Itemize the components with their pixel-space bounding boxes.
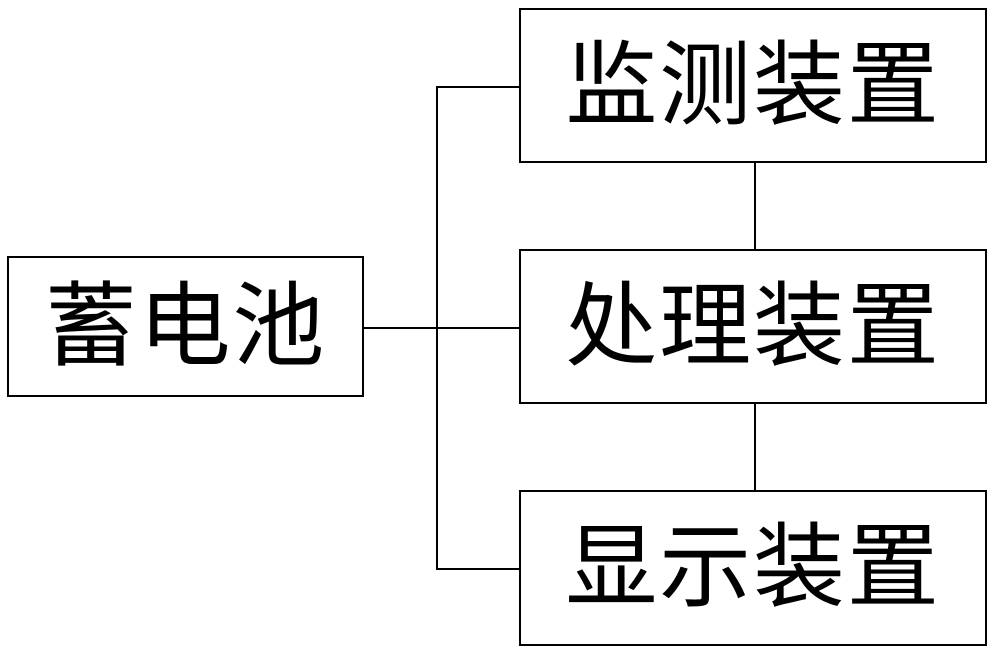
connector-process-to-display [754, 404, 756, 491]
connector-battery-to-process [364, 327, 520, 329]
node-monitoring-device-label: 监测装置 [565, 31, 941, 139]
node-processing-device: 处理装置 [519, 249, 987, 404]
connector-bus-to-display [436, 568, 520, 570]
node-display-device-label: 显示装置 [565, 514, 941, 621]
node-display-device: 显示装置 [519, 490, 987, 646]
node-monitoring-device: 监测装置 [519, 8, 987, 163]
node-battery: 蓄电池 [7, 256, 364, 397]
node-battery-label: 蓄电池 [44, 272, 327, 380]
node-processing-device-label: 处理装置 [565, 272, 941, 380]
connector-monitor-to-process [754, 163, 756, 250]
connector-bus-to-monitor [436, 86, 520, 88]
